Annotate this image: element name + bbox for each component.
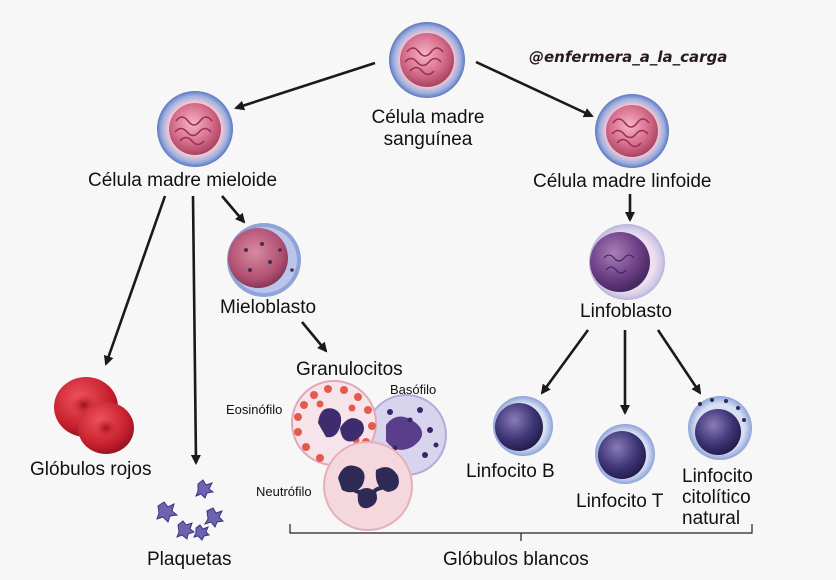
label-blood-stem-cell: Célula madre sanguínea — [371, 107, 485, 150]
myeloblast-cell — [227, 223, 301, 297]
arrow-lymphoblast-to-b-cell — [540, 329, 590, 395]
red-blood-cells — [54, 377, 134, 454]
label-eosinophil: Eosinófilo — [226, 402, 283, 417]
label-lymphoid-stem-cell: Célula madre linfoide — [533, 171, 712, 192]
lymphocyte-nk-cell — [688, 396, 752, 460]
label-nk-lymphocyte: Linfocito citolítico natural — [682, 466, 753, 529]
label-neutrophil: Neutrófilo — [256, 484, 312, 499]
white-cells-bracket — [289, 524, 753, 541]
myeloid-stem-cell — [157, 91, 233, 167]
granulocytes-cluster — [291, 380, 447, 531]
platelets — [156, 479, 225, 541]
lymphoblast-cell — [589, 224, 665, 300]
label-t-lymphocyte: Linfocito T — [576, 491, 664, 512]
arrow-myeloid-to-myeloblast — [221, 195, 246, 224]
label-lymphoblast: Linfoblasto — [580, 301, 672, 322]
lymphocyte-b-cell — [493, 396, 553, 456]
label-myeloid-stem-cell: Célula madre mieloide — [88, 170, 278, 191]
neutrophil-cell — [323, 441, 413, 531]
arrow-myeloblast-to-granulocytes — [300, 321, 328, 353]
arrow-stem-to-myeloid — [234, 61, 376, 111]
arrow-myeloid-to-red-cells — [103, 195, 167, 366]
label-platelets: Plaquetas — [147, 549, 232, 570]
lymphoid-stem-cell — [595, 94, 669, 168]
label-myeloblast: Mieloblasto — [220, 297, 317, 318]
arrow-stem-to-lymphoid — [475, 60, 594, 118]
label-red-blood-cells: Glóbulos rojos — [30, 459, 152, 480]
label-basophil: Basófilo — [390, 382, 437, 397]
blood-stem-cell — [389, 22, 465, 98]
arrow-myeloid-to-platelets — [190, 195, 201, 465]
lymphocyte-t-cell — [595, 424, 655, 484]
watermark: @enfermera_a_la_carga — [529, 48, 728, 66]
arrows — [103, 60, 702, 465]
label-b-lymphocyte: Linfocito B — [466, 461, 555, 482]
arrow-lymphoblast-to-nk-cell — [656, 329, 702, 395]
label-granulocytes: Granulocitos — [296, 359, 403, 380]
label-white-blood-cells: Glóbulos blancos — [443, 549, 589, 570]
